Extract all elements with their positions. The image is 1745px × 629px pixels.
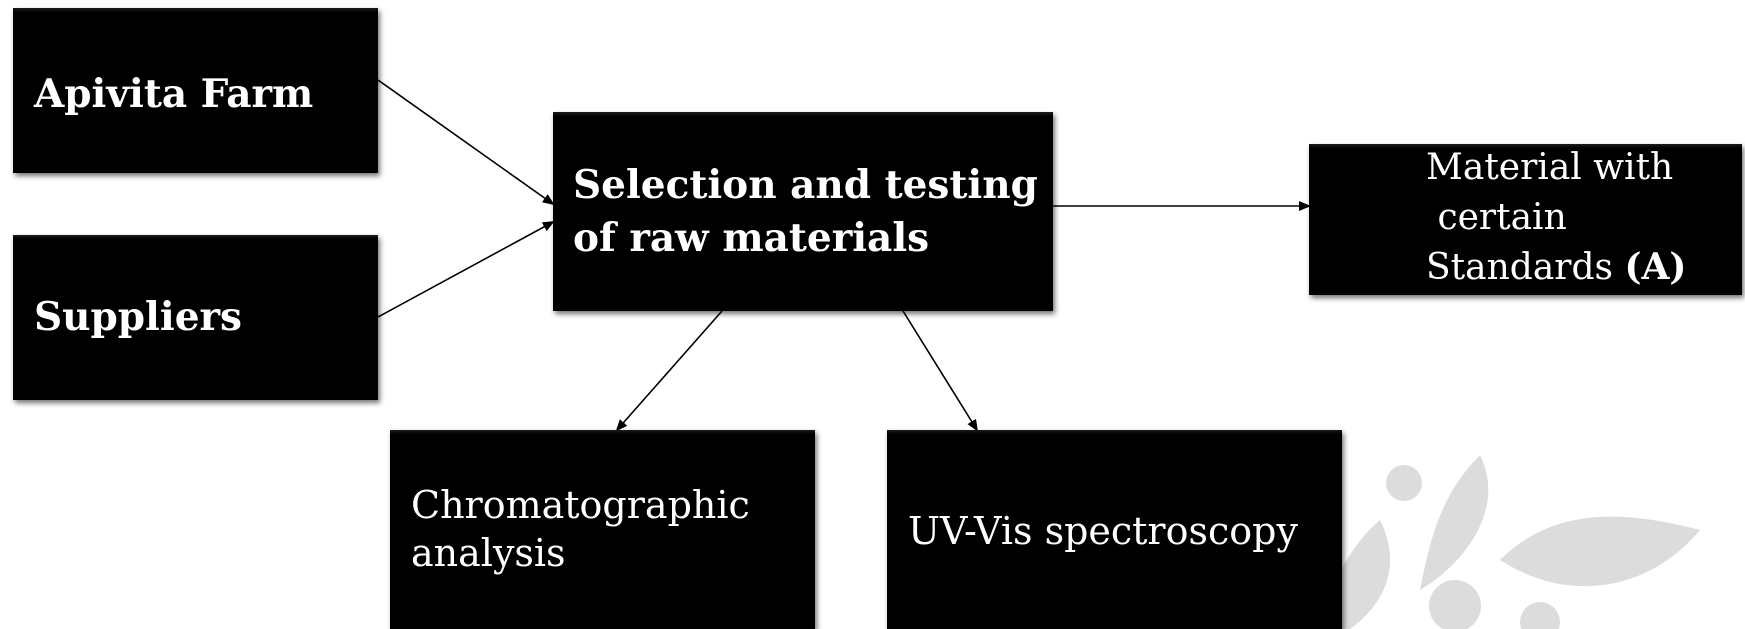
arrow-selection-to-uvvis	[902, 310, 979, 432]
node-selection-testing: Selection and testing of raw materials	[553, 112, 1053, 311]
node-material-line2: certain	[1426, 197, 1567, 238]
node-uvvis-label: UV-Vis spectroscopy	[908, 509, 1298, 553]
node-uvvis-spectroscopy: UV-Vis spectroscopy	[887, 430, 1342, 629]
node-selection-line2: of raw materials	[573, 215, 930, 261]
node-apivita-farm: Apivita Farm	[13, 8, 378, 173]
arrow-selection-to-chromatographic	[615, 310, 723, 432]
node-apivita-farm-label: Apivita Farm	[34, 71, 314, 117]
node-material-line3: Standards (A)	[1426, 246, 1686, 290]
node-chromatographic-analysis: Chromatographic analysis	[390, 430, 815, 629]
node-chromatographic-line1: Chromatographic	[411, 483, 750, 527]
node-suppliers-label: Suppliers	[34, 294, 243, 340]
arrow-suppliers-to-selection	[377, 221, 555, 318]
arrow-apivita-to-selection	[377, 79, 555, 206]
node-material-line3-text: Standards	[1426, 247, 1625, 288]
node-material-line1: Material with	[1426, 147, 1674, 188]
node-material-line3-bold: (A)	[1624, 246, 1687, 288]
node-material-standards: Material with certain Standards (A)	[1309, 144, 1742, 295]
node-chromatographic-line2: analysis	[411, 531, 566, 575]
node-suppliers: Suppliers	[13, 235, 378, 400]
node-selection-line1: Selection and testing	[573, 162, 1038, 208]
